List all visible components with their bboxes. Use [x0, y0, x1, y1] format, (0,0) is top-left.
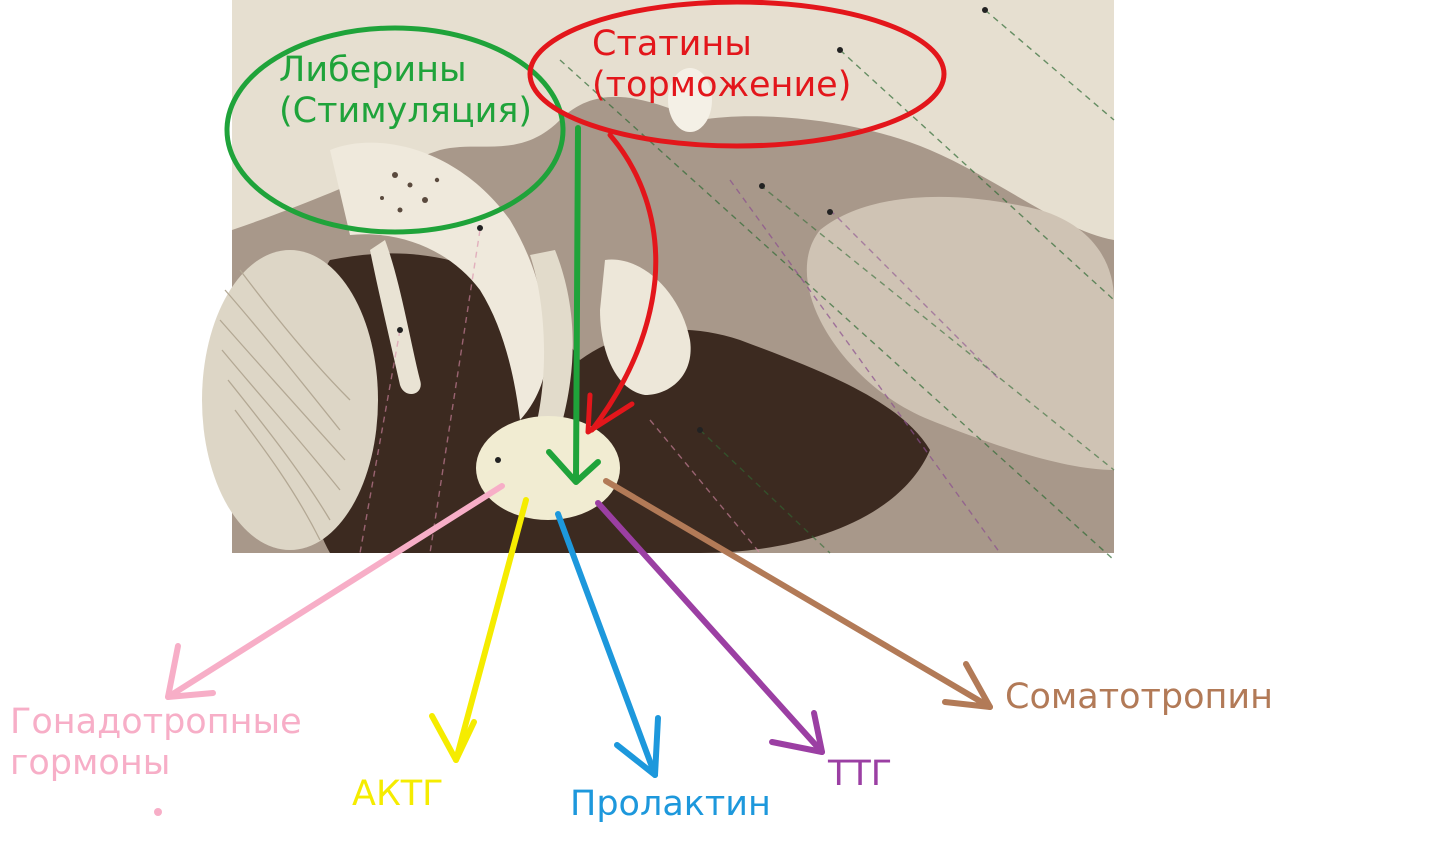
- gonadotropic-label: Гонадотропные гормоны: [10, 702, 302, 784]
- optic-nerve-bundle: [202, 250, 378, 550]
- upper-tissue: [232, 0, 1114, 240]
- somatotropin-label: Соматотропин: [1005, 677, 1274, 717]
- arrow-curved-down-icon: [585, 132, 659, 435]
- stray-dot: [154, 808, 162, 816]
- yellow-arrow: [429, 497, 529, 763]
- leader-lines: [359, 9, 1115, 561]
- leader-dots: [397, 7, 988, 463]
- statiny-oval: [527, 0, 947, 149]
- brown-arrow: [603, 478, 993, 710]
- temporal-lobe: [806, 196, 1114, 470]
- anatomy-illustration: [202, 0, 1115, 561]
- pituitary-gland: [476, 416, 620, 520]
- liberiny-label: Либерины (Стимуляция): [279, 50, 533, 132]
- prolactin-label: Пролактин: [570, 784, 771, 824]
- blue-arrow: [555, 511, 661, 778]
- nerve-striations: [219, 269, 351, 541]
- liberiny-oval: [224, 25, 566, 235]
- upper-bulb: [668, 68, 712, 132]
- left-stalk: [370, 240, 421, 395]
- ttg-label: ТТГ: [828, 754, 893, 794]
- pink-arrow: [165, 483, 505, 700]
- infundibulum: [530, 250, 573, 430]
- dark-cavity: [304, 253, 930, 553]
- purple-arrow: [595, 500, 825, 755]
- perforated-substance: [380, 172, 440, 213]
- arrow-down-icon: [546, 125, 601, 485]
- actg-label: АКТГ: [352, 774, 444, 814]
- statiny-label: Статины (торможение): [592, 24, 852, 106]
